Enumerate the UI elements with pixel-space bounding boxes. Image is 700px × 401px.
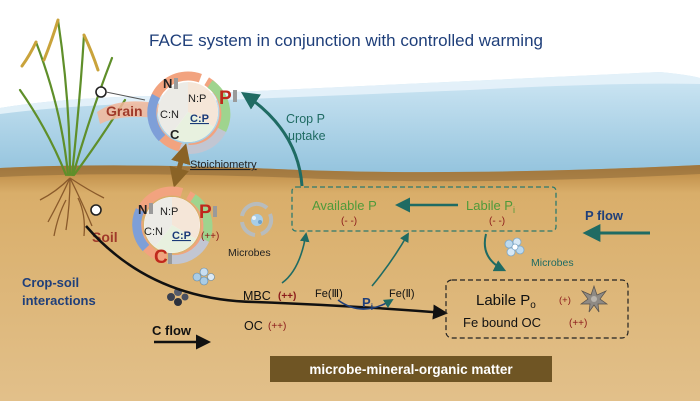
crop-p-uptake-line1: Crop P (286, 112, 325, 126)
soil-c-up-arrow-icon (168, 253, 172, 264)
fe-bound-oc-change: (++) (569, 318, 587, 329)
labile-po-change: (+) (559, 295, 571, 306)
mineral-particles-blue-icon (192, 267, 215, 286)
grain-n-label: N (163, 76, 172, 91)
soil-c-label: C (154, 247, 168, 268)
labile-pi-change: (- -) (489, 216, 505, 227)
microbes-right-label: Microbes (531, 257, 574, 269)
grain-n-up-arrow-icon (174, 78, 178, 89)
labile-po-label: Labile Po (476, 292, 536, 311)
labile-pi-label: Labile Pi (466, 198, 515, 215)
mbc-to-available-arrow (281, 232, 310, 284)
crop-p-uptake-arrow (241, 92, 304, 187)
microbes-cluster-icon (504, 237, 525, 257)
banner-box (270, 356, 552, 382)
fe-redox-arrow (337, 299, 394, 310)
available-p-box (291, 186, 557, 232)
fe-bound-oc-label: Fe bound OC (463, 315, 541, 330)
soil-p-down-arrow-icon (213, 206, 217, 217)
grain-p-up-arrow-icon (233, 90, 237, 102)
soil-np-label: N:P (160, 206, 178, 218)
grain-label: Grain (106, 103, 143, 119)
callout-marker-soil (90, 204, 102, 216)
grain-np-label: N:P (188, 93, 206, 105)
grain-cp-label: C:P (190, 113, 209, 125)
crop-soil-line2: interactions (22, 293, 96, 308)
soil-cn-label: C:N (144, 226, 163, 238)
p-flow-label: P flow (585, 208, 624, 223)
mineral-particles-dark-icon (167, 288, 189, 306)
grain-p-label: P (219, 88, 232, 109)
grain-c-label: C (170, 127, 180, 142)
crop-soil-line1: Crop-soil (22, 275, 79, 290)
stoichiometry-arrow (169, 143, 191, 188)
microbes-left-label: Microbes (228, 247, 271, 259)
microbes-cycle-icon (240, 201, 274, 237)
soil-cp-label: C:P (172, 230, 191, 242)
grain-stoichiometry-wheel (147, 71, 231, 154)
labile-po-box (445, 279, 629, 339)
c-flow-label: C flow (152, 323, 192, 338)
mineral-crystal-icon (579, 284, 609, 313)
soil-p-label: P (199, 202, 212, 223)
oc-label: OC (244, 319, 263, 333)
stoichiometry-label: Stoichiometry (190, 159, 257, 171)
pi-to-labile-arrow (371, 232, 409, 287)
pi-center-label: Pi (362, 295, 373, 312)
soil-stoichiometry-wheel (132, 186, 213, 265)
available-p-change: (- -) (341, 216, 357, 227)
callout-marker-grain (95, 86, 146, 101)
grain-swoosh (97, 101, 160, 124)
oc-change: (++) (268, 321, 286, 332)
banner-label: microbe-mineral-organic matter (309, 362, 513, 377)
soil-cp-change: (++) (201, 231, 219, 242)
rice-plant-icon (18, 18, 127, 237)
grain-cn-label: C:N (160, 109, 179, 121)
carbon-flow-curve (85, 225, 448, 320)
mbc-label: MBC (243, 289, 271, 303)
soil-n-up-arrow-icon (149, 203, 153, 214)
soil-n-label: N (138, 202, 147, 217)
available-p-label: Available P (312, 198, 377, 213)
fe3-label: Fe(Ⅲ) (315, 288, 343, 300)
background-water (0, 72, 700, 175)
page-title: FACE system in conjunction with controll… (149, 31, 543, 50)
crop-p-uptake-line2: uptake (288, 129, 326, 143)
mbc-change: (++) (278, 291, 296, 302)
fe2-label: Fe(Ⅱ) (389, 288, 415, 300)
labile-pi-to-microbes-arrow (483, 233, 507, 272)
